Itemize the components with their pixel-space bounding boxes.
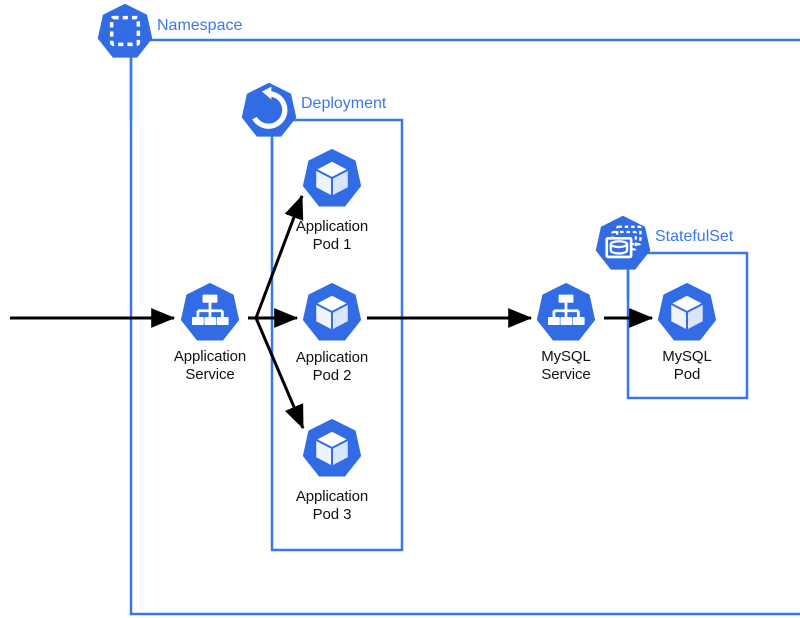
arrow-application-service-to-pod-3 (254, 317, 305, 430)
mysql-service-label: MySQL Service (541, 348, 591, 383)
namespace-group-label: Namespace (157, 17, 243, 34)
statefulset-icon (594, 214, 652, 272)
service-icon (179, 281, 241, 343)
application-pod-3-label: Application Pod 3 (295, 488, 369, 523)
mysql-pod-label: MySQL Pod (662, 348, 712, 383)
pod-icon (301, 281, 363, 343)
pod-icon (301, 417, 363, 479)
pod-icon (301, 147, 363, 209)
service-icon (535, 281, 597, 343)
namespace-group-box (129, 38, 800, 616)
arrow-application-service-to-pod-1 (254, 194, 304, 319)
application-pod-1-label: Application Pod 1 (295, 218, 369, 253)
application-pod-2-label: Application Pod 2 (295, 349, 369, 384)
pod-icon (656, 281, 718, 343)
application-service-label: Application Service (173, 348, 247, 383)
statefulset-group-label: StatefulSet (655, 228, 734, 245)
statefulset-group-box (626, 251, 749, 400)
namespace-icon (96, 2, 154, 60)
deployment-icon (240, 81, 298, 139)
deployment-group-box (270, 118, 404, 552)
deployment-group-label: Deployment (301, 95, 387, 112)
